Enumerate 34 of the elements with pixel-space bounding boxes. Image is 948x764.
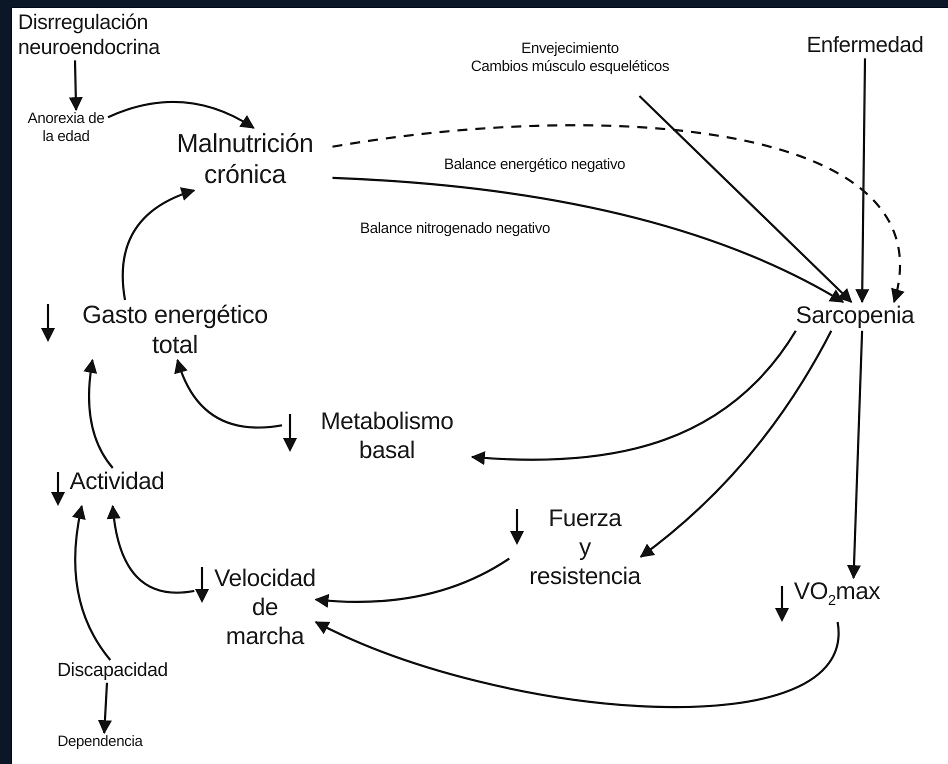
- node-label: Metabolismo basal: [320, 408, 454, 466]
- edge-label: Balance energético negativo: [442, 156, 628, 173]
- node-label: Envejecimiento: [521, 40, 619, 58]
- arrow: [470, 330, 797, 465]
- node-label: VO$_{2}$max: [794, 578, 880, 610]
- arrow: [638, 95, 852, 303]
- arrow: [174, 358, 282, 429]
- node-label: Sarcopenia: [796, 302, 914, 331]
- node-label: Actividad: [70, 468, 164, 497]
- node-label: Discapacidad: [57, 660, 168, 683]
- arrow: [98, 682, 112, 734]
- dashed-arrow: [332, 124, 903, 304]
- arrow: [847, 330, 864, 580]
- node-label: Enfermedad: [806, 32, 924, 58]
- edge-label: Balance nitrogenado negativo: [358, 220, 552, 237]
- node-label: Fuerza y resistencia: [529, 505, 641, 592]
- node-label: Dependencia: [57, 733, 143, 751]
- arrow: [122, 188, 196, 300]
- arrow: [68, 60, 83, 112]
- arrow: [72, 504, 112, 661]
- node-label: Anorexia de la edad: [26, 110, 106, 146]
- node-label: Disrregulación neuroendocrina: [18, 10, 161, 60]
- arrow: [108, 100, 255, 129]
- node-label: Cambios músculo esqueléticos: [470, 58, 670, 76]
- arrow: [107, 504, 194, 594]
- arrow: [855, 58, 870, 304]
- arrow: [640, 330, 832, 558]
- arrow: [314, 621, 839, 708]
- arrow: [332, 176, 844, 303]
- node-label: Gasto energético total: [81, 300, 269, 360]
- arrow: [84, 358, 114, 469]
- node-label: Velocidad de marcha: [214, 565, 316, 652]
- node-label: Malnutrición crónica: [176, 128, 314, 190]
- arrow: [314, 558, 510, 608]
